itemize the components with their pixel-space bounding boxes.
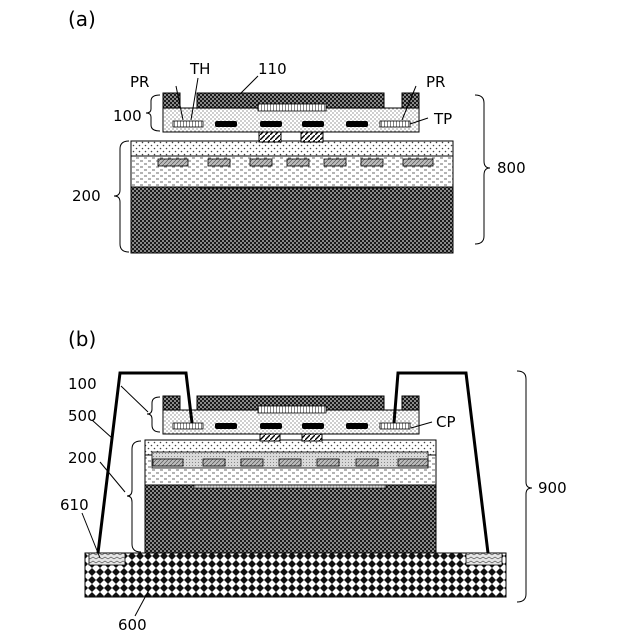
b-brace-200 (127, 441, 141, 552)
b-leader-100 (121, 386, 148, 412)
brace-800 (475, 95, 490, 244)
label-110: 110 (258, 60, 287, 78)
panel-b-title: (b) (68, 327, 96, 351)
label-tp: TP (433, 110, 452, 128)
b-label-100: 100 (68, 375, 97, 393)
leader-610 (82, 513, 100, 558)
brace-100 (146, 95, 160, 131)
b-layer-strip (258, 406, 326, 413)
brace-900 (517, 371, 532, 602)
substrate-200-base (131, 187, 453, 253)
label-cp: CP (436, 413, 456, 431)
label-pr-right: PR (426, 73, 445, 91)
b-brace-100 (147, 397, 160, 432)
label-610: 610 (60, 496, 89, 514)
b-chip-100-body (163, 410, 419, 434)
b-label-200: 200 (68, 449, 97, 467)
pad-610-right (466, 553, 502, 565)
leader-110 (240, 76, 258, 94)
label-800: 800 (497, 159, 526, 177)
b-substrate-base (145, 485, 436, 553)
label-600: 600 (118, 616, 147, 634)
layer-110-strip (258, 104, 326, 111)
pad-610-left (89, 553, 125, 565)
panel-b: (b) (60, 327, 567, 634)
label-100: 100 (113, 107, 142, 125)
b-leader-200 (100, 462, 125, 492)
brace-200 (114, 141, 129, 252)
label-900: 900 (538, 479, 567, 497)
panel-a: (a) (68, 7, 526, 253)
label-pr-left: PR (130, 73, 149, 91)
substrate-200-dot-layer (131, 141, 453, 156)
chip-100-body (163, 108, 419, 132)
label-200: 200 (72, 187, 101, 205)
panel-a-title: (a) (68, 7, 96, 31)
label-th: TH (189, 60, 210, 78)
label-500: 500 (68, 407, 97, 425)
